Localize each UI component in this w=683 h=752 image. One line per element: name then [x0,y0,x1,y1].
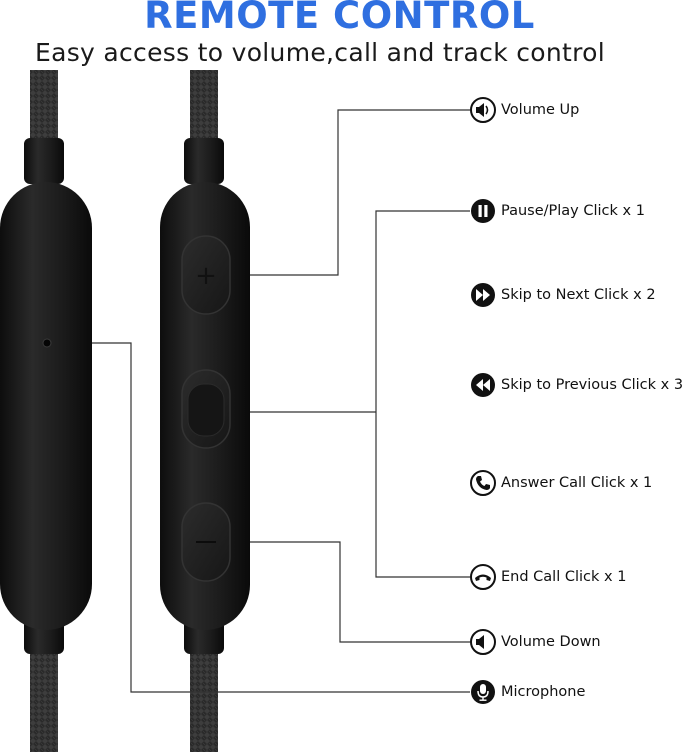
callout-microphone: Microphone [470,677,585,707]
page-title: REMOTE CONTROL [144,0,535,37]
collar-top-left [24,138,64,184]
phone-answer-icon [470,470,496,496]
callout-answer-call: Answer Call Click x 1 [470,468,652,498]
callout-label: Volume Down [501,634,601,650]
leader-center-bracket [375,210,470,578]
callout-skip-next: Skip to Next Click x 2 [470,280,656,310]
callout-label: Pause/Play Click x 1 [501,203,645,219]
remote-body-left [0,182,92,630]
fast-forward-icon [471,283,495,307]
leader-lines [92,109,470,693]
remote-back-view [0,70,92,752]
callout-label: Skip to Next Click x 2 [501,287,656,303]
speaker-down-icon [470,629,496,655]
callout-label: Microphone [501,684,586,700]
callout-label: End Call Click x 1 [501,569,627,585]
callout-pause-play: Pause/Play Click x 1 [470,196,645,226]
remote-front-view: + [160,70,250,752]
volume-up-button [181,235,231,315]
plus-icon: + [195,261,217,291]
rewind-icon [471,373,495,397]
phone-hangup-icon [470,564,496,590]
leader-volume-down [250,541,470,643]
callout-volume-down: Volume Down [470,627,601,657]
callout-label: Volume Up [501,102,580,118]
microphone-icon [471,680,495,704]
callout-label: Answer Call Click x 1 [501,475,653,491]
page-subtitle: Easy access to volume,call and track con… [35,38,605,67]
callout-end-call: End Call Click x 1 [470,562,626,592]
pause-icon [471,199,495,223]
callout-volume-up: Volume Up [470,95,579,125]
microphone-hole [42,338,52,348]
leader-volume-up [250,109,470,276]
leader-microphone [92,342,470,693]
callout-label: Skip to Previous Click x 3 [501,377,683,393]
speaker-up-icon [470,97,496,123]
callout-skip-previous: Skip to Previous Click x 3 [470,370,683,400]
minus-icon [196,541,216,543]
collar-top-right [184,138,224,184]
